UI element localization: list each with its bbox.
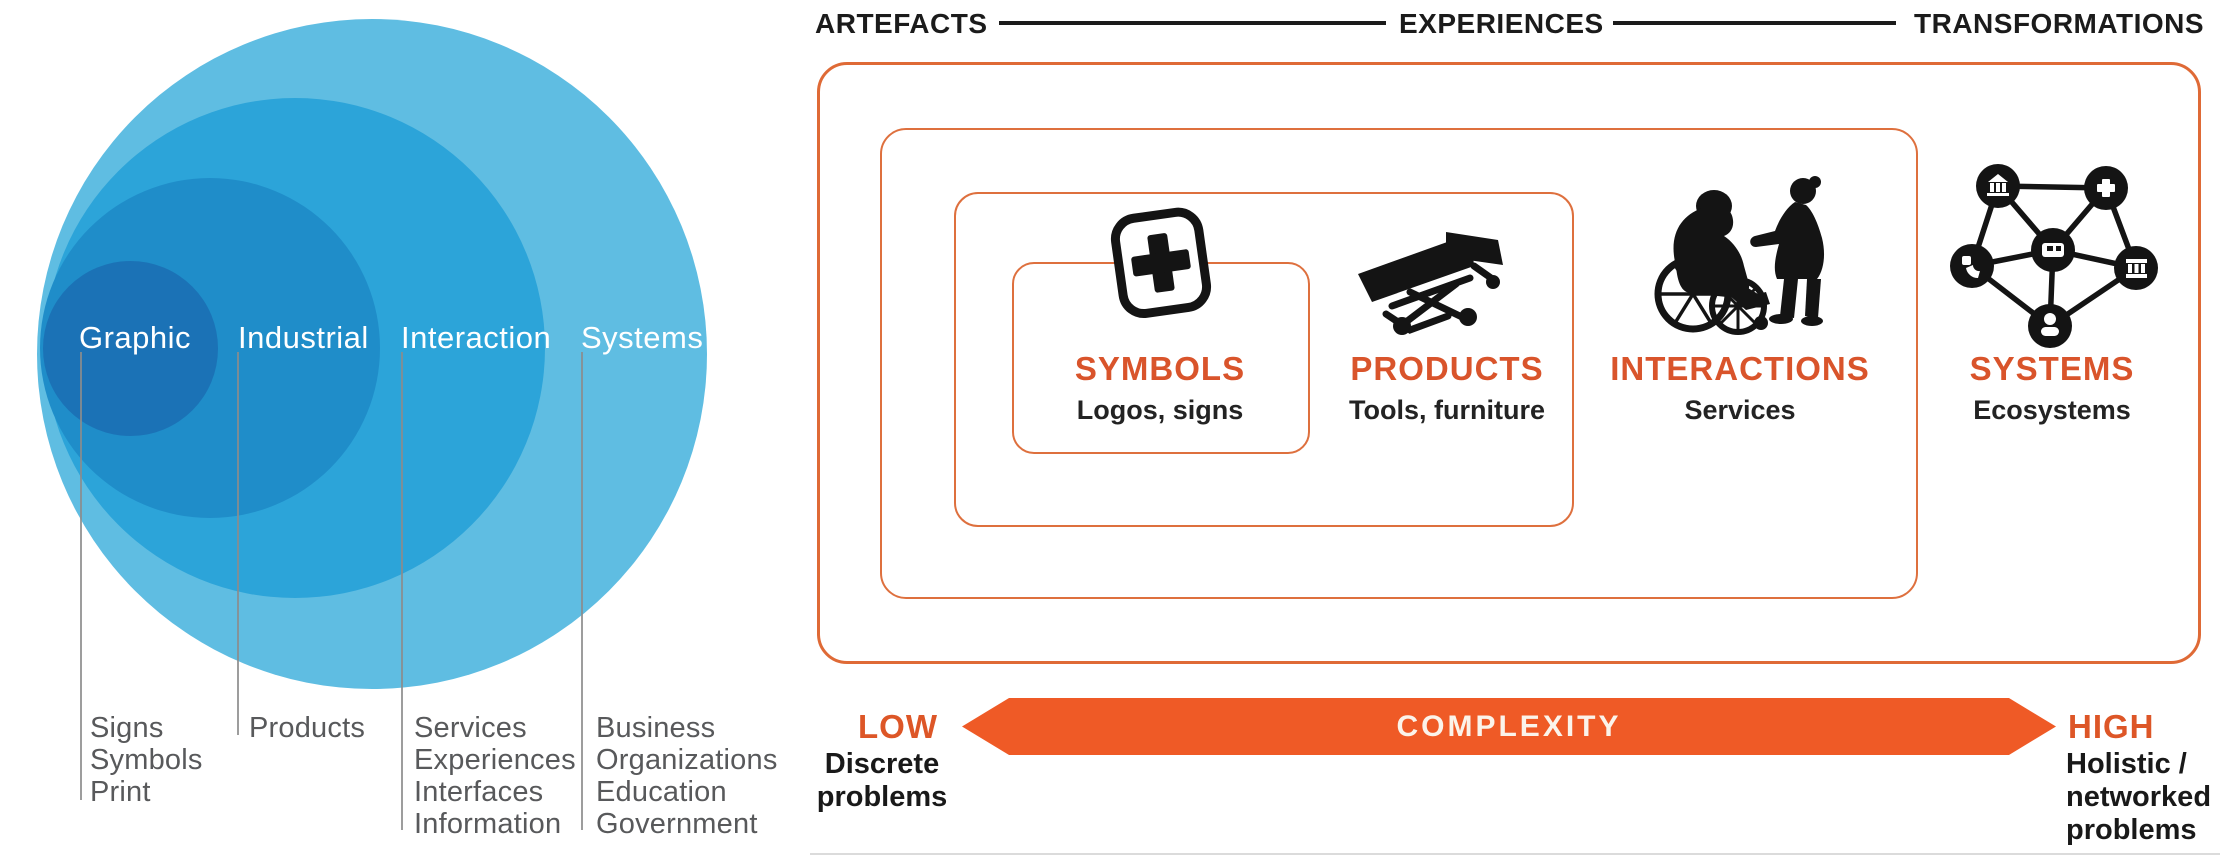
category-systems: SYSTEMS Ecosystems xyxy=(1932,350,2172,426)
nested-box-products xyxy=(954,192,1574,527)
list-interaction: Services Experiences Interfaces Informat… xyxy=(414,712,576,840)
category-title: SYSTEMS xyxy=(1969,350,2135,387)
caption-line: networked xyxy=(2066,781,2212,813)
header-experiences: EXPERIENCES xyxy=(1399,8,1604,39)
complexity-arrow-label: COMPLEXITY xyxy=(1396,709,1622,743)
list-item: Symbols xyxy=(90,744,203,776)
category-interactions: INTERACTIONS Services xyxy=(1598,350,1882,426)
category-title: PRODUCTS xyxy=(1350,350,1544,387)
hospital-bed-icon xyxy=(1352,220,1522,347)
header-transformations: TRANSFORMATIONS xyxy=(1914,8,2205,39)
list-item: Print xyxy=(90,776,151,808)
list-industrial: Products xyxy=(249,712,365,744)
list-item: Business xyxy=(596,712,716,744)
header-artefacts: ARTEFACTS xyxy=(815,8,988,39)
category-symbols: SYMBOLS Logos, signs xyxy=(1012,350,1308,426)
category-products: PRODUCTS Tools, furniture xyxy=(1327,350,1567,426)
category-subtitle: Tools, furniture xyxy=(1349,395,1545,425)
guide-line-interaction xyxy=(401,352,403,830)
guide-line-industrial xyxy=(237,352,239,735)
guide-line-graphic xyxy=(80,352,82,800)
complexity-arrow: COMPLEXITY xyxy=(962,698,2056,755)
guide-line-systems xyxy=(581,352,583,830)
header-line xyxy=(1613,21,1896,25)
list-item: Interfaces xyxy=(414,776,544,808)
low-caption: Discrete problems xyxy=(812,748,952,814)
list-item: Experiences xyxy=(414,744,576,776)
complexity-high-label: HIGH xyxy=(2068,708,2155,745)
list-item: Signs xyxy=(90,712,164,744)
category-subtitle: Ecosystems xyxy=(1973,395,2131,425)
list-item: Products xyxy=(249,712,366,744)
list-item: Information xyxy=(414,808,562,840)
category-title: SYMBOLS xyxy=(1074,350,1246,387)
circle-label-industrial: Industrial xyxy=(238,320,369,355)
list-systems: Business Organizations Education Governm… xyxy=(596,712,778,840)
network-nodes-icon xyxy=(1946,146,2161,361)
caption-line: Holistic / xyxy=(2066,748,2187,780)
circle-label-systems: Systems xyxy=(581,320,704,355)
list-item: Organizations xyxy=(596,744,778,776)
complexity-low-label: LOW xyxy=(858,708,938,745)
caption-line: problems xyxy=(816,781,948,813)
caption-line: problems xyxy=(2066,814,2197,846)
list-graphic: Signs Symbols Print xyxy=(90,712,203,808)
high-caption: Holistic / networked problems xyxy=(2066,748,2220,847)
category-subtitle: Logos, signs xyxy=(1076,395,1244,425)
circle-label-graphic: Graphic xyxy=(79,320,192,355)
circle-label-interaction: Interaction xyxy=(401,320,552,355)
category-title: INTERACTIONS xyxy=(1610,350,1870,387)
bottom-divider xyxy=(810,853,2220,855)
wheelchair-care-icon xyxy=(1618,166,1858,346)
header-line xyxy=(999,21,1386,25)
category-subtitle: Services xyxy=(1684,395,1796,425)
nested-box-interactions xyxy=(880,128,1918,599)
caption-line: Discrete xyxy=(824,748,940,780)
plus-sign-icon xyxy=(1100,203,1220,328)
list-item: Government xyxy=(596,808,758,840)
list-item: Services xyxy=(414,712,527,744)
nested-box-outer xyxy=(817,62,2201,664)
circle-graphic xyxy=(43,261,218,436)
list-item: Education xyxy=(596,776,727,808)
